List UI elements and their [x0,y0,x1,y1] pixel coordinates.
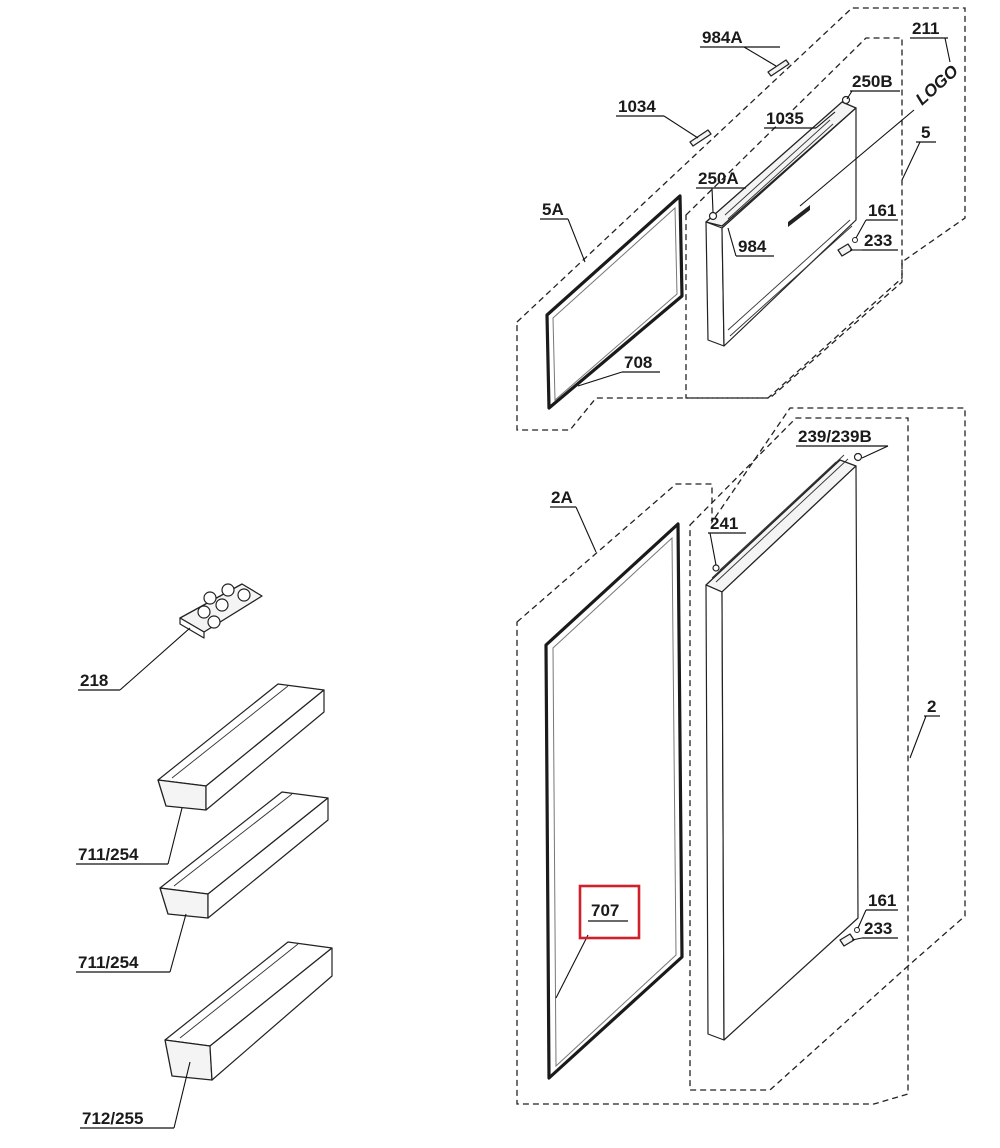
part-2-fridge-door [705,452,863,1041]
label-711-254-upper: 711/254 [78,845,139,864]
label-1034: 1034 [618,97,656,116]
part-984A-clip [767,59,790,77]
door-5-dashed-outline [685,37,903,399]
label-250B: 250B [852,72,893,91]
label-2A: 2A [551,488,573,507]
label-211: 211 [912,19,939,38]
door-shelf-711-254-upper [157,683,325,811]
label-logo: LOGO [912,61,962,109]
label-1035: 1035 [766,109,804,128]
label-218: 218 [80,671,108,690]
hinge-pin-233-lower [839,933,855,947]
egg-tray-218 [179,583,263,639]
leader-lines [76,37,951,1129]
part-1034-clip [689,129,712,147]
assembly-2-dashed-outline [516,407,966,1105]
label-2: 2 [927,697,936,716]
label-233-upper: 233 [864,231,892,250]
door-5-handle-slot [788,205,810,227]
part-5A-freezer-gasket [545,194,684,410]
hinge-250A-icon [708,211,718,221]
label-5A: 5A [542,200,564,219]
part-241-icon [712,564,720,572]
label-707: 707 [591,901,619,920]
part-2A-fridge-gasket [544,522,684,1080]
label-712-255: 712/255 [82,1109,143,1128]
hinge-pin-233-upper [837,243,853,257]
label-711-254-lower: 711/254 [78,953,139,972]
part-5-freezer-door [705,95,858,347]
label-239-239B: 239/239B [798,427,872,446]
label-161-upper: 161 [868,201,896,220]
label-241: 241 [710,514,738,533]
highlight-box-707 [578,884,641,940]
label-984: 984 [738,237,767,256]
hinge-239-icon [853,452,863,462]
label-984A: 984A [702,28,743,47]
label-5: 5 [921,123,930,142]
door-shelf-712-255 [164,941,333,1081]
label-708: 708 [624,353,652,372]
assembly-5-dashed-outline [516,7,966,431]
label-233-lower: 233 [864,919,892,938]
label-161-lower: 161 [868,891,896,910]
door-2-dashed-outline [689,417,909,1091]
label-250A: 250A [698,169,739,188]
upper-door-assembly-group [516,7,966,431]
lower-door-assembly-group [516,407,966,1105]
door-shelf-711-254-lower [159,791,329,919]
